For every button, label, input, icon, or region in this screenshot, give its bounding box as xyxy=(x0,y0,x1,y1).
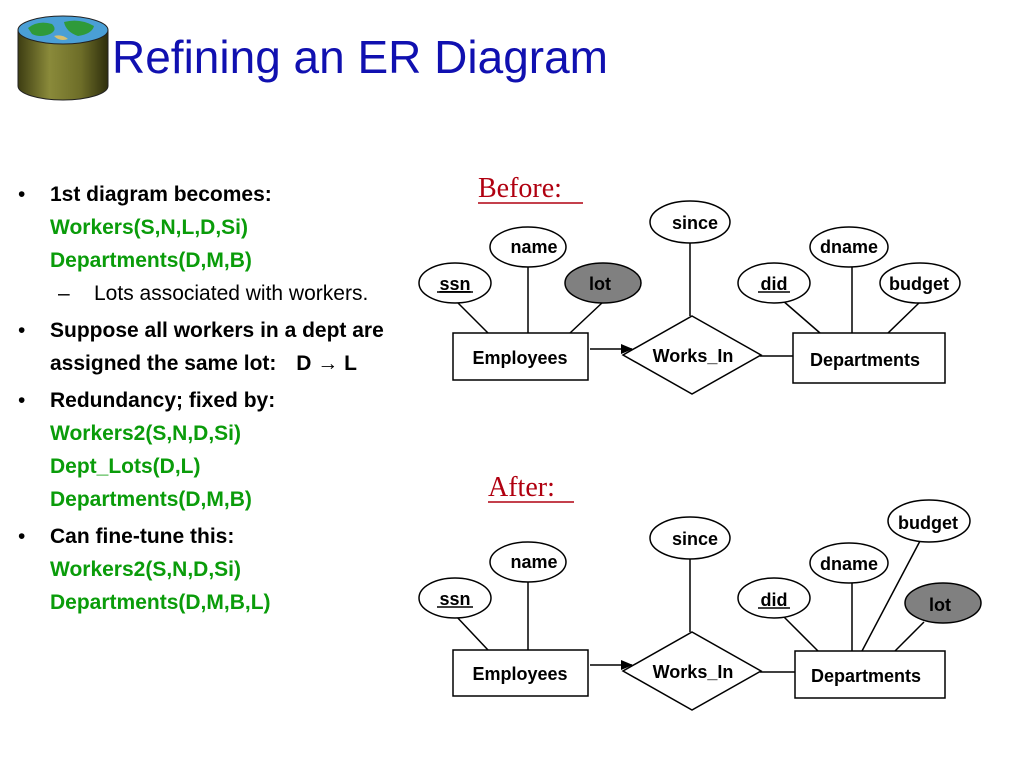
bullet-lead: 1st diagram becomes: xyxy=(50,183,272,206)
entity-departments xyxy=(794,650,946,699)
attribute-budget-label: budget xyxy=(889,274,949,294)
relation-schema: Workers2(S,N,D,Si) xyxy=(50,558,241,581)
entity-employees-label: Employees xyxy=(472,348,567,368)
bullet-item: 1st diagram becomes: Workers(S,N,L,D,Si)… xyxy=(14,178,404,310)
attribute-lot-highlighted xyxy=(904,582,982,624)
bullet-list: 1st diagram becomes: Workers(S,N,L,D,Si)… xyxy=(14,178,404,623)
attribute-dname xyxy=(809,542,889,584)
attribute-did xyxy=(737,577,811,619)
after-diagram: After: ssn name since did dname budget l… xyxy=(418,472,982,711)
attribute-since xyxy=(649,516,731,560)
attribute-ssn-label: ssn xyxy=(439,589,470,609)
before-caption: Before: xyxy=(478,173,562,204)
attribute-name-label: name xyxy=(510,237,557,257)
relation-schema: Workers(S,N,L,D,Si) xyxy=(50,216,248,239)
connector-lines xyxy=(454,540,925,673)
fd-right: L xyxy=(344,352,357,375)
attribute-lot-highlighted xyxy=(564,262,642,304)
bullet-lead: Suppose all workers in a dept are assign… xyxy=(50,319,384,375)
attribute-lot-label: lot xyxy=(589,274,611,294)
relationship-works-in-label: Works_In xyxy=(653,346,734,366)
attribute-budget xyxy=(887,499,971,543)
relationship-works-in xyxy=(621,631,763,711)
attribute-did-label: did xyxy=(761,274,788,294)
relation-schema: Departments(D,M,B) xyxy=(50,488,252,511)
entity-departments xyxy=(792,332,946,384)
attribute-dname-label: dname xyxy=(820,554,878,574)
attribute-ssn xyxy=(418,262,492,304)
attribute-did xyxy=(737,262,811,304)
attribute-name-label: name xyxy=(510,552,557,572)
relationship-works-in xyxy=(621,315,763,395)
entity-departments-label: Departments xyxy=(811,666,921,686)
attribute-ssn-label: ssn xyxy=(439,274,470,294)
attribute-since xyxy=(649,200,731,244)
after-caption: After: xyxy=(488,472,555,503)
database-globe-icon xyxy=(17,15,109,101)
relation-schema: Departments(D,M,B) xyxy=(50,249,252,272)
bullet-lead: Can fine-tune this: xyxy=(50,525,235,548)
page-title: Refining an ER Diagram xyxy=(112,31,609,83)
entity-employees xyxy=(452,649,589,697)
attribute-dname xyxy=(809,226,889,268)
entity-employees xyxy=(452,332,589,381)
attribute-budget xyxy=(879,262,961,304)
connector-lines xyxy=(454,243,921,357)
attribute-budget-label: budget xyxy=(898,513,958,533)
bullet-lead: Redundancy; fixed by: xyxy=(50,389,276,412)
attribute-name xyxy=(489,541,567,583)
before-diagram: Before: ssn name lot since did dname xyxy=(418,173,961,395)
attribute-lot-label: lot xyxy=(929,595,951,615)
bullet-item: Redundancy; fixed by: Workers2(S,N,D,Si)… xyxy=(14,384,404,516)
entity-departments-label: Departments xyxy=(810,350,920,370)
attribute-did-label: did xyxy=(761,590,788,610)
attribute-since-label: since xyxy=(672,529,718,549)
relation-schema: Workers2(S,N,D,Si) xyxy=(50,422,241,445)
relation-schema: Departments(D,M,B,L) xyxy=(50,591,271,614)
sub-bullet-item: Lots associated with workers. xyxy=(58,277,404,310)
relationship-works-in-label: Works_In xyxy=(653,662,734,682)
fd-arrow: → xyxy=(317,352,339,375)
attribute-ssn xyxy=(418,577,492,619)
bullet-item: Can fine-tune this: Workers2(S,N,D,Si) D… xyxy=(14,520,404,619)
fd-left: D xyxy=(296,352,312,375)
relation-schema: Dept_Lots(D,L) xyxy=(50,455,201,478)
bullet-item: Suppose all workers in a dept are assign… xyxy=(14,314,404,380)
attribute-dname-label: dname xyxy=(820,237,878,257)
sub-bullet-list: Lots associated with workers. xyxy=(50,277,404,310)
attribute-name xyxy=(489,226,567,268)
attribute-since-label: since xyxy=(672,213,718,233)
entity-employees-label: Employees xyxy=(472,664,567,684)
